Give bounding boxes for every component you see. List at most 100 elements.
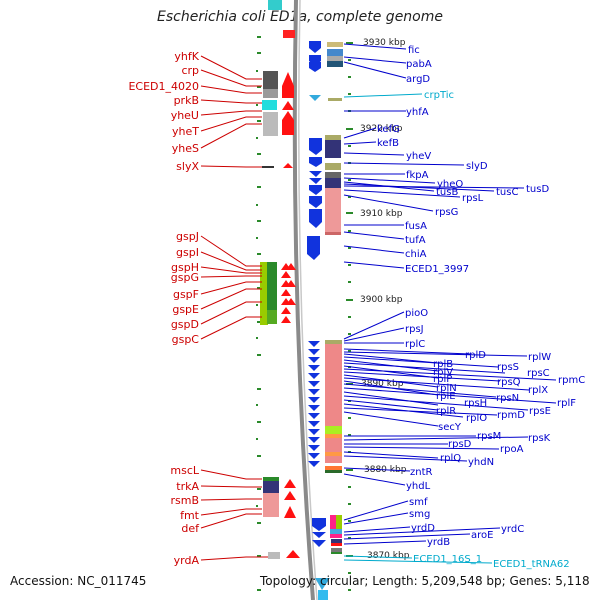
gene-label: smf (409, 497, 428, 508)
gene-label: rpsC (527, 368, 550, 379)
gene-label: yhfA (406, 107, 429, 118)
gene-label: rpsM (477, 431, 501, 442)
topology-summary: Topology: circular; Length: 5,209,548 bp… (260, 574, 590, 588)
gene-label: fkpA (406, 170, 429, 181)
scale-label: 3890 kbp (361, 379, 404, 389)
gene-label: fmt (180, 509, 200, 522)
gene-label: gspD (171, 318, 199, 331)
scale-label: 3900 kbp (360, 295, 403, 305)
gene-label: pabA (406, 59, 432, 70)
left-gene-labels: yhfK crp ECED1_4020 prkB yheU yheT yheS … (128, 50, 200, 567)
gene-label: ECED1_4020 (128, 80, 199, 93)
gene-label: yheU (171, 109, 199, 122)
gene-label: tusD (526, 184, 549, 195)
gene-label: rpsD (448, 439, 472, 450)
gene-label: rpsJ (405, 324, 424, 335)
gene-label: rplE (436, 391, 456, 402)
gene-label: yrdC (501, 524, 524, 535)
gene-label: argD (406, 74, 430, 85)
gene-label: crpTic (424, 90, 454, 101)
gene-label: rpsN (496, 393, 519, 404)
gene-label: ECED1_tRNA62 (493, 559, 570, 570)
left-leader-lines (200, 55, 268, 561)
scale-label: 3930 kbp (363, 38, 406, 48)
gene-label: yheV (406, 151, 431, 162)
gene-label: gspE (172, 303, 199, 316)
gene-label: yheT (172, 125, 199, 138)
gene-label: tufA (405, 235, 426, 246)
gene-label: rplW (528, 352, 551, 363)
genome-backbone (292, 0, 315, 600)
left-gene-blocks-gsp (260, 262, 296, 325)
gene-label: mscL (170, 464, 199, 477)
gene-label: prkB (174, 94, 199, 107)
gene-label: yrdD (411, 523, 435, 534)
gene-label: fic (408, 45, 420, 56)
right-gene-labels: fic pabA argD crpTic yhfA kefG kefB yheV… (377, 45, 585, 570)
left-tick-marks (256, 36, 261, 591)
gene-label: tusC (496, 187, 518, 198)
gene-label: pioO (405, 308, 428, 319)
gene-label: slyD (466, 161, 488, 172)
gene-label: gspI (176, 246, 199, 259)
gene-label: rplD (465, 350, 486, 361)
gene-label: rplO (466, 413, 487, 424)
ribosomal-arrows (308, 341, 320, 467)
gene-label: yhfK (174, 50, 199, 63)
gene-label: rpmC (558, 375, 585, 386)
gene-label: rplQ (440, 453, 461, 464)
gene-label: rplC (405, 339, 425, 350)
gene-label: slyX (176, 160, 199, 173)
gene-label: yheO (437, 179, 463, 190)
gene-label: rplX (528, 385, 548, 396)
scale-labels: 3930 kbp 3920 kbp 3910 kbp 3900 kbp 3890… (360, 38, 410, 561)
gene-label: yheS (172, 142, 199, 155)
gene-label: secY (438, 422, 462, 433)
right-gene-blocks (307, 41, 343, 600)
gene-label: def (181, 522, 200, 535)
gene-label: rpsE (529, 406, 551, 417)
gene-label: kefG (377, 124, 400, 135)
scale-label: 3920 kbp (360, 124, 403, 134)
gene-label: ECED1_3997 (405, 264, 469, 275)
gene-label: yhdL (406, 481, 431, 492)
gene-label: ECED1_16S_1 (413, 554, 482, 565)
gene-label: rpsS (497, 362, 519, 373)
gene-label: yrdA (174, 554, 200, 567)
accession-text: Accession: NC_011745 (10, 574, 147, 588)
gene-label: rsmB (170, 494, 199, 507)
gene-label: tusB (436, 187, 458, 198)
gene-label: rpoA (500, 444, 524, 455)
gene-label: rplV (433, 367, 453, 378)
gene-label: yrdB (427, 537, 450, 548)
gene-label: chiA (405, 249, 427, 260)
gene-label: rplN (436, 383, 457, 394)
gene-label: gspH (171, 261, 199, 274)
right-tick-marks (346, 42, 353, 591)
scale-label: 3910 kbp (360, 209, 403, 219)
gene-label: yhdN (468, 457, 494, 468)
gene-label: rpsK (528, 433, 551, 444)
gene-label: kefB (377, 138, 399, 149)
gene-label: rpsQ (497, 377, 521, 388)
gene-label: smg (409, 509, 430, 520)
gene-label: gspJ (176, 230, 199, 243)
gene-label: trkA (176, 480, 199, 493)
gene-label: aroE (471, 530, 493, 541)
right-leader-lines (343, 43, 557, 564)
gene-label: fusA (405, 221, 427, 232)
gene-label: rplF (557, 398, 576, 409)
gene-label: rpsH (464, 398, 487, 409)
gene-label: crp (181, 64, 199, 77)
gene-label: gspF (173, 288, 199, 301)
left-gene-blocks-upper (262, 71, 294, 168)
gene-label: rplR (436, 406, 456, 417)
gene-label: rpmD (497, 410, 525, 421)
gene-label: rpsG (435, 207, 458, 218)
gene-label: zntR (410, 467, 433, 478)
gene-label: rplB (433, 359, 453, 370)
gene-label: rpsL (462, 193, 484, 204)
scale-label: 3870 kbp (367, 551, 410, 561)
